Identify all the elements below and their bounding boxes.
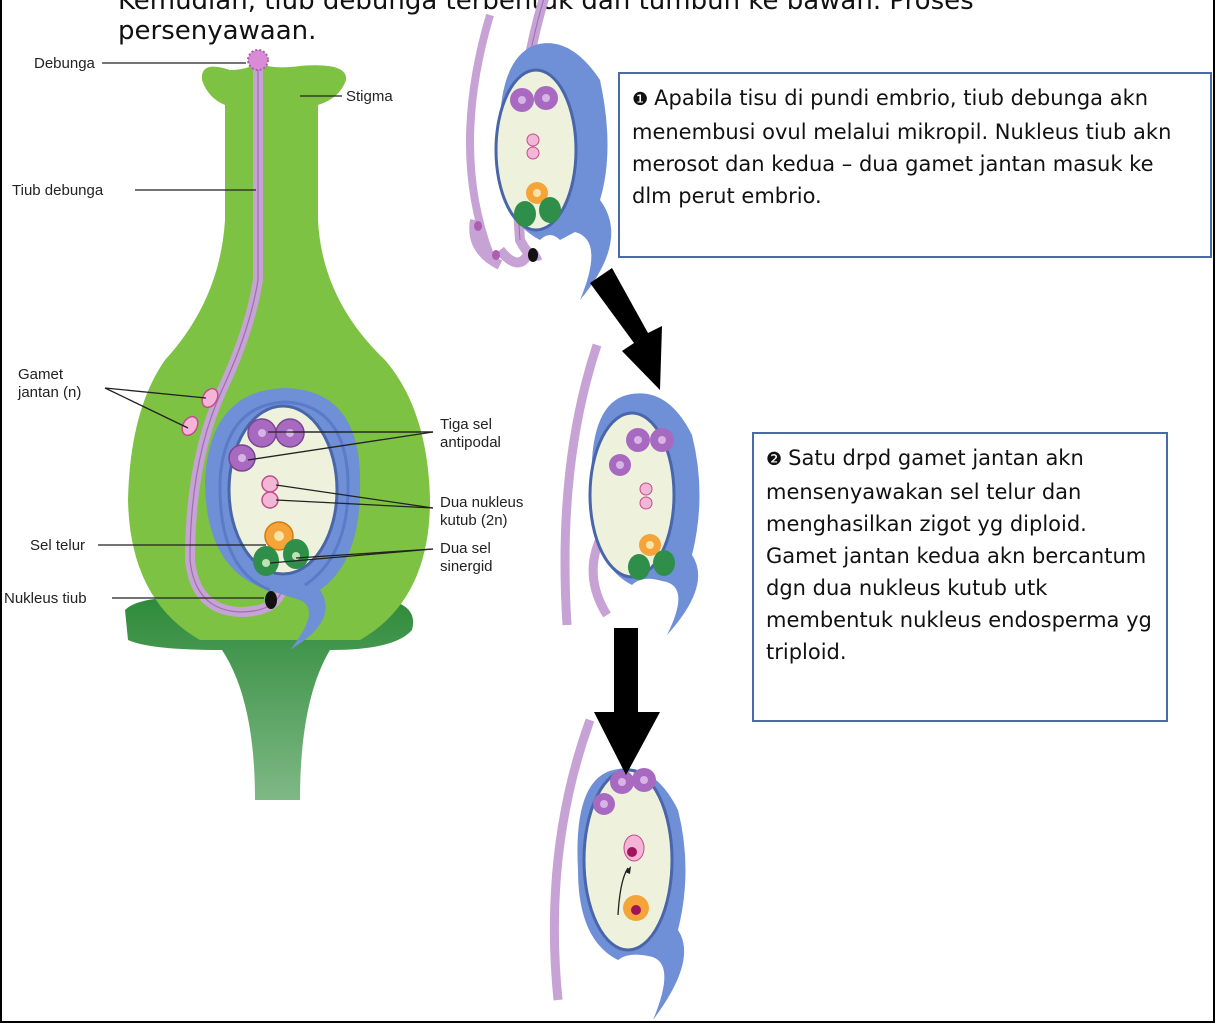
pistil-illustration: [125, 50, 430, 800]
label-gamet-jantan-line2: jantan (n): [18, 384, 81, 402]
step-2-marker: ❷: [766, 449, 782, 470]
tube-nucleus: [265, 591, 277, 609]
label-tiga-sel-line1: Tiga sel: [440, 416, 492, 434]
step-1-text: Apabila tisu di pundi embrio, tiub debun…: [632, 86, 1171, 208]
polar-nucleus: [262, 476, 278, 492]
label-dua-sel-line2: sinergid: [440, 558, 493, 576]
label-dua-nukleus-line2: kutub (2n): [440, 512, 508, 530]
label-stigma: Stigma: [346, 88, 393, 106]
pollen-grain: [248, 50, 268, 70]
step-2-text: Satu drpd gamet jantan akn mensenyawakan…: [766, 446, 1152, 664]
label-nukleus-tiub: Nukleus tiub: [4, 590, 87, 608]
label-debunga: Debunga: [34, 55, 95, 73]
polar-nucleus: [262, 492, 278, 508]
label-tiub-debunga: Tiub debunga: [12, 182, 103, 200]
ovule-stage-3: [554, 720, 685, 1020]
ovule-stage-2: [565, 345, 700, 635]
label-gamet-jantan-line1: Gamet: [18, 366, 63, 384]
label-dua-nukleus-line1: Dua nukleus: [440, 494, 523, 512]
arrow-stage-2-to-3: [594, 628, 660, 775]
ovule-stage-1: [470, 0, 611, 300]
label-dua-sel-line1: Dua sel: [440, 540, 491, 558]
step-1-marker: ❶: [632, 89, 648, 110]
arrow-stage-1-to-2: [590, 268, 662, 390]
label-tiga-sel-line2: antipodal: [440, 434, 501, 452]
label-sel-telur: Sel telur: [30, 537, 85, 555]
